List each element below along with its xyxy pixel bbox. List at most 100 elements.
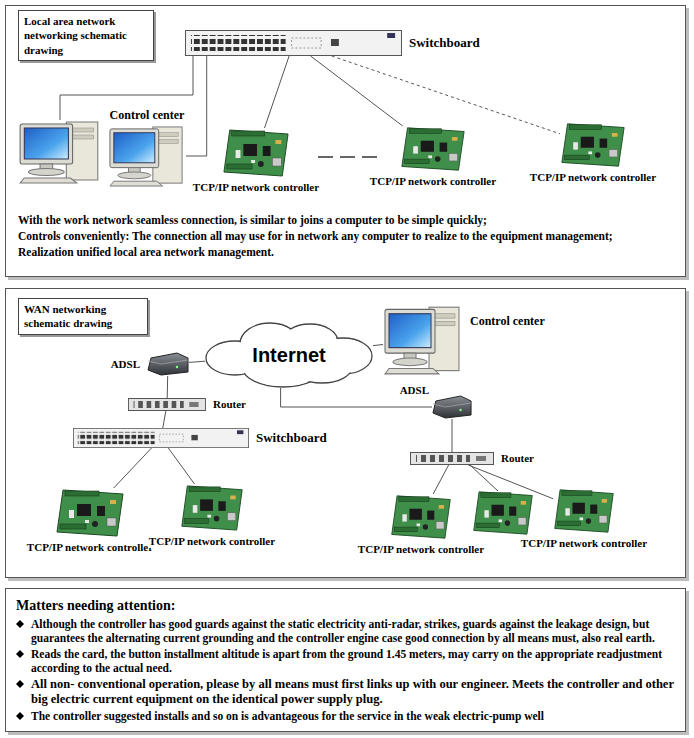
device-label: TCP/IP network controller [520, 537, 648, 550]
controller-board: TCP/IP network controller [180, 484, 244, 532]
title-box: WAN networking schematic drawing [18, 298, 148, 335]
network-link [433, 465, 448, 494]
adsl-icon [147, 352, 189, 376]
network-link [186, 56, 207, 156]
device-label: Router [500, 452, 535, 465]
controller-board: TCP/IP network controller [400, 126, 466, 172]
router-icon [410, 452, 494, 465]
switch-icon [185, 30, 402, 56]
bullet-row: Reads the card, the button installment a… [16, 647, 675, 675]
board-shape [57, 490, 123, 536]
pc-icon [108, 125, 186, 187]
computer-node: Control center [383, 305, 463, 375]
pc-icon [383, 305, 463, 375]
bullet-shape [16, 620, 24, 628]
board-icon [180, 484, 244, 532]
bullet-row: All non- conventional operation, please … [16, 677, 675, 707]
device-label: Switchboard [408, 36, 481, 51]
network-link [163, 411, 166, 428]
device-label: TCP/IP network controller [529, 171, 657, 184]
bullet-row: The controller suggested installs and so… [16, 709, 675, 723]
computer-icon [20, 122, 98, 183]
controller-board: TCP/IP network controller [55, 488, 125, 538]
network-link [468, 465, 553, 499]
bullet-diamond [16, 712, 24, 720]
lan-note: With the work network seamless connectio… [18, 212, 673, 228]
board-icon [55, 488, 125, 538]
router-device: Router [410, 452, 494, 465]
switch-shape [73, 428, 248, 447]
router-shape [128, 398, 205, 411]
bullet-shape [16, 650, 24, 658]
static-illustration [20, 56, 532, 534]
bullet-shape [16, 680, 24, 688]
board-shape [402, 128, 464, 170]
adsl-icon [432, 395, 472, 419]
bullet-diamond [16, 650, 24, 658]
title-text: WAN networking schematic drawing [24, 302, 142, 331]
network-link [168, 448, 194, 484]
network-switch: Switchboard [73, 428, 249, 448]
title-box: Local area network networking schematic … [18, 10, 154, 61]
network-link [189, 361, 205, 362]
adsl-shape [148, 353, 188, 375]
notes-panel: Matters needing attention: Although the c… [5, 588, 686, 732]
bullet-diamond [16, 680, 24, 688]
device-label: TCP/IP network controller [192, 181, 320, 194]
title-text: Local area network networking schematic … [24, 14, 148, 57]
controller-board [474, 492, 532, 534]
router-icon [128, 398, 206, 411]
cloud-shape [206, 323, 372, 387]
controller-board: TCP/IP network controller [222, 128, 290, 178]
network-link [265, 56, 290, 128]
pc-shape [110, 127, 182, 186]
lan-notes: With the work network seamless connectio… [18, 212, 673, 260]
computer-node: Control center [108, 125, 186, 187]
controller-board: TCP/IP network controller [553, 488, 615, 534]
device-label: Control center [109, 109, 186, 123]
device-label: ADSL [110, 358, 141, 371]
switch-icon [73, 428, 249, 448]
board-icon [222, 128, 290, 178]
board-icon [390, 494, 452, 540]
network-link [332, 56, 560, 134]
bullet-text: Reads the card, the button installment a… [31, 647, 675, 675]
bullet-shape [16, 712, 24, 720]
network-link [114, 448, 152, 488]
network-switch: Switchboard [185, 30, 402, 56]
internet-cloud: Internet [205, 322, 373, 388]
device-label: TCP/IP network controller [148, 535, 276, 548]
network-link [167, 376, 169, 398]
network-link [452, 419, 453, 452]
controller-board: TCP/IP network controller [560, 122, 626, 168]
lan-note: Controls conveniently: The connection al… [18, 228, 673, 244]
notes-heading: Matters needing attention: [16, 597, 675, 615]
board-shape [392, 496, 450, 538]
bullet-text: Although the controller has good guards … [31, 617, 675, 645]
board-shape [182, 486, 242, 530]
controller-board: TCP/IP network controller [390, 494, 452, 540]
adsl-shape [433, 396, 471, 418]
device-label: TCP/IP network controller [357, 543, 485, 556]
bullet-row: Although the controller has good guards … [16, 617, 675, 645]
board-icon [400, 126, 466, 172]
board-shape [555, 490, 613, 532]
device-label: Router [212, 398, 247, 411]
router-shape [411, 452, 494, 465]
adsl-modem: ADSL [432, 395, 472, 419]
device-label: Control center [469, 315, 546, 329]
board-icon [553, 488, 615, 534]
pc-shape [385, 307, 459, 374]
lan-note: Realization unified local area network m… [18, 244, 673, 260]
device-label: Switchboard [255, 431, 328, 446]
bullet-text: The controller suggested installs and so… [31, 709, 544, 723]
switch-shape [185, 31, 401, 56]
network-link [373, 345, 383, 346]
router-device: Router [128, 398, 206, 411]
device-label: TCP/IP network controller [26, 541, 154, 554]
board-shape [224, 130, 288, 176]
board-icon [560, 122, 626, 168]
device-label: ADSL [399, 384, 430, 397]
bullet-diamond [16, 620, 24, 628]
